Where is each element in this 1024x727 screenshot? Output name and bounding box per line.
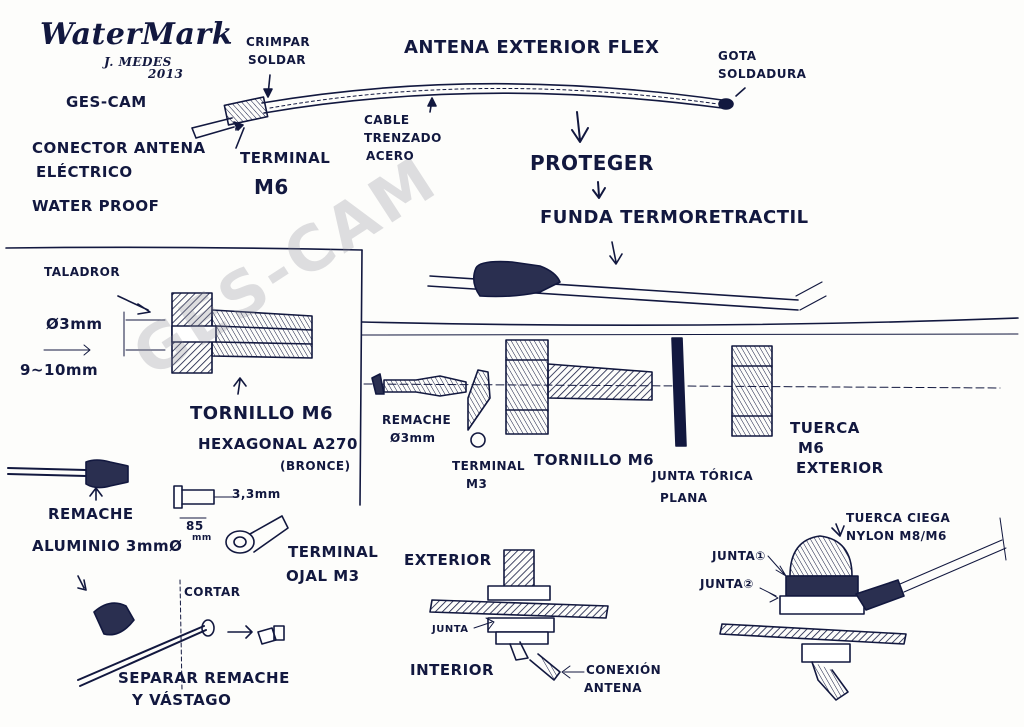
label-connection: CONEXIÓN [586,663,662,677]
label-ex-rivet-dia: Ø3mm [390,431,436,445]
label-cap-nylon: NYLON M8/M6 [846,529,947,543]
label-bronze: (BRONCE) [280,459,351,473]
label-solder-drop: SOLDADURA [718,67,807,81]
sleeve-drawing [427,241,827,311]
label-ex-nut-ext: EXTERIOR [796,459,884,477]
divider-vertical [359,249,363,506]
label-lug: TERMINAL [288,543,379,561]
label-junta-2: JUNTA② [700,577,754,591]
label-cable-braided: TRENZADO [364,131,442,145]
label-cable-steel: ACERO [366,149,415,163]
label-cable: CABLE [364,113,410,127]
label-separate: SEPARAR REMACHE [118,669,290,687]
label-lug-m3: OJAL M3 [286,567,360,585]
label-stem: Y VÁSTAGO [132,691,232,709]
label-ex-seal: JUNTA TÓRICA [652,469,754,483]
label-rivet-alu: ALUMINIO 3mmØ [32,537,183,555]
label-interior: INTERIOR [410,661,495,679]
divider-horizontal-left [5,246,363,251]
drill-screw-drawing [43,292,313,395]
signature-author: J. MEDES [104,55,172,69]
rivet-lug-drawing [173,485,289,554]
rivet-tool-drawing [7,459,135,636]
label-rivet-unit: mm [192,533,212,543]
through-panel-assembly [429,549,609,681]
label-ex-term: TERMINAL [452,459,526,473]
label-depth: 9~10mm [20,361,99,379]
label-junta: JUNTA [432,624,469,635]
label-drop: GOTA [718,49,757,63]
label-cap-nut: TUERCA CIEGA [846,511,951,525]
label-ex-term-m3: M3 [466,477,488,491]
cap-nut-assembly [719,517,1007,701]
divider-right-bottom [361,333,1019,336]
label-screw-m6: TORNILLO M6 [190,403,334,424]
exploded-assembly [363,337,1001,448]
label-hex: HEXAGONAL A270 [198,435,358,453]
signature-year: 2013 [148,67,184,81]
brand-label: GES-CAM [66,93,147,111]
label-solder: SOLDAR [248,53,306,67]
divider-horizontal-right [361,317,1019,326]
label-ex-nut-m6: M6 [798,439,825,457]
label-exterior: EXTERIOR [404,551,492,569]
rivet-stem-drawing [77,579,285,691]
label-drill: TALADROR [44,265,121,279]
title-main: ANTENA EXTERIOR FLEX [404,37,660,58]
arrow-protect [571,111,589,143]
label-connector: CONECTOR ANTENA [32,139,206,157]
label-protect: PROTEGER [530,151,654,175]
label-rivet: REMACHE [48,505,134,523]
label-terminal: TERMINAL [240,149,331,167]
label-junta-1: JUNTA① [712,549,766,563]
label-ex-nut: TUERCA [790,419,860,437]
label-rivet-dim: 3,3mm [232,487,281,501]
label-sleeve: FUNDA TERMORETRACTIL [540,207,809,228]
top-antenna-cable [191,74,746,149]
label-electric: ELÉCTRICO [36,163,133,181]
label-rivet-len: 85 [186,519,204,533]
label-terminal-m6: M6 [254,175,289,199]
label-ex-seal-flat: PLANA [660,491,708,505]
label-connection-antenna: ANTENA [584,681,643,695]
label-crimp: CRIMPAR [246,35,311,49]
label-ex-screw: TORNILLO M6 [534,451,655,469]
arrow-sleeve [592,181,606,199]
label-cut: CORTAR [184,585,241,599]
signature-name: WaterMark [40,17,234,52]
label-waterproof: WATER PROOF [32,197,160,215]
label-diameter: Ø3mm [46,315,103,333]
label-ex-rivet: REMACHE [382,413,452,427]
